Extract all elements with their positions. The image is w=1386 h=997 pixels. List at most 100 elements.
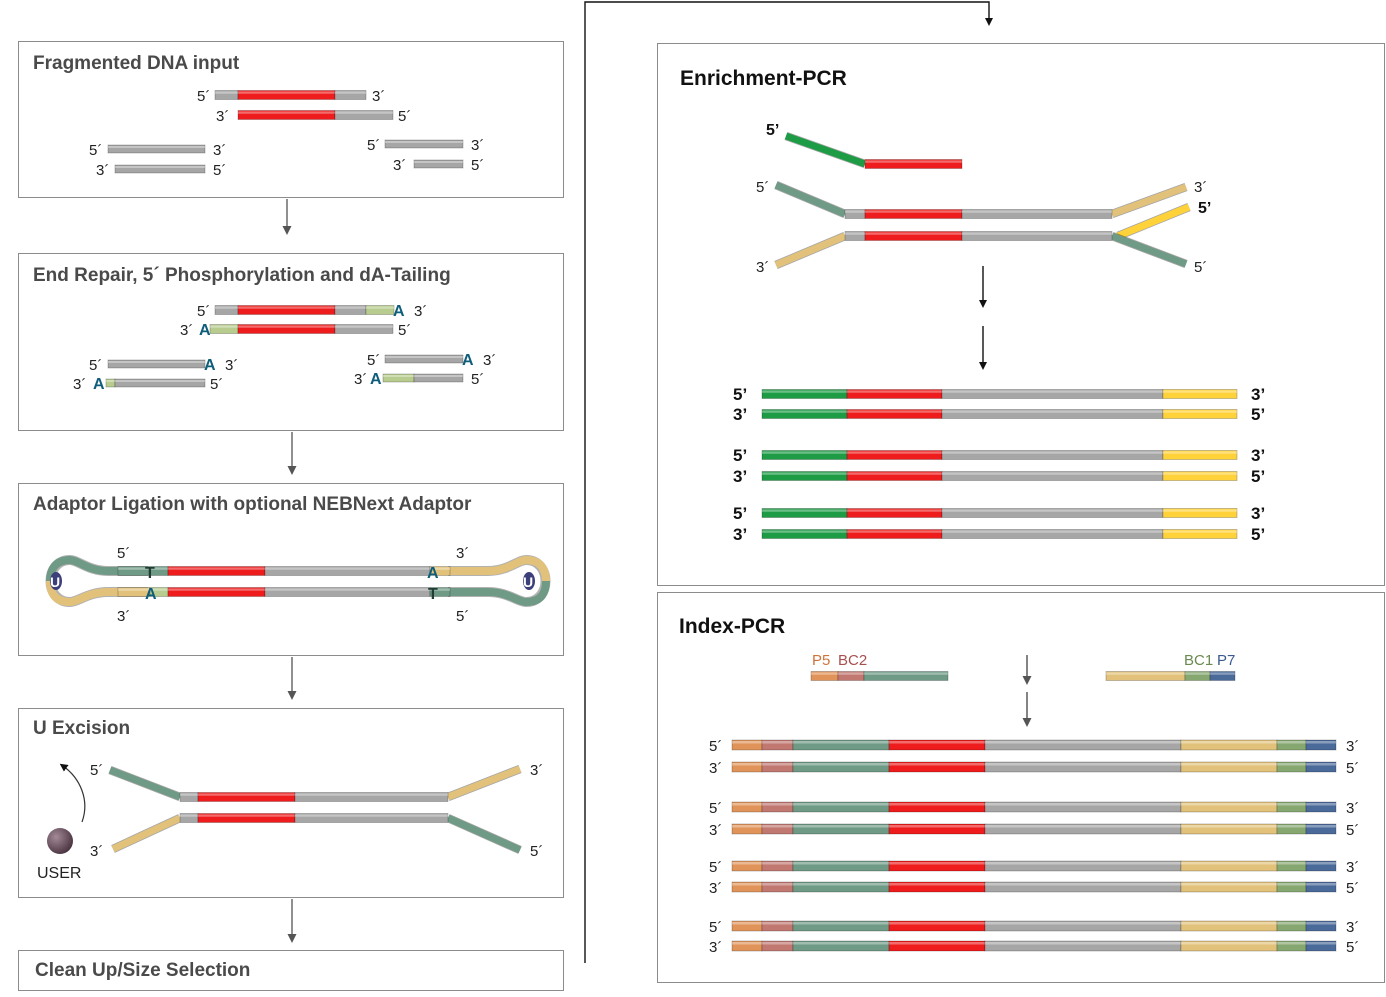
repair-bottom-strand-seg-1-highlight [238, 325, 335, 328]
index-product-3-bottom-seg-1-highlight [762, 942, 793, 945]
a-base-label: A [199, 322, 211, 339]
repair-bottom-strand-seg-2-highlight [335, 325, 393, 328]
enrichment-bottom-strand-seg-1-highlight [865, 232, 962, 235]
enrichment-top-strand-seg-0-highlight [845, 210, 865, 213]
enrichment-product-1-bottom-seg-0-highlight [762, 472, 847, 475]
user-enzyme-icon [47, 828, 73, 854]
index-product-2-bottom-seg-5-highlight [1181, 883, 1277, 886]
index-product-1-top-seg-0-highlight [732, 803, 762, 806]
excision-curved-arrow [59, 763, 86, 823]
frag-left-bottom-seg-0-highlight [115, 166, 205, 168]
end-5-label: 5´ [530, 843, 543, 860]
enrichment-product-0-bottom-seg-2-highlight [942, 410, 1163, 413]
enrichment-top-strand-seg-1-highlight [865, 210, 962, 213]
index-product-0-bottom-seg-1-highlight [762, 763, 793, 766]
enrichment-product-1-bottom-seg-3 [1162, 471, 1238, 481]
index-product-2-top-seg-5-highlight [1181, 862, 1277, 865]
end-3-label: 3´ [1346, 738, 1359, 755]
frag-top-strand-seg-2-highlight [335, 91, 366, 94]
index-primer-left-seg-0-highlight [811, 672, 838, 675]
enrichment-primer-insert-seg-0-highlight [865, 160, 962, 163]
enrichment-product-2-bottom-seg-2-highlight [942, 530, 1163, 533]
a-base-label: A [370, 371, 382, 388]
a-base-label: A [204, 357, 216, 374]
end-3-label: 3’ [1251, 446, 1265, 465]
index-product-1-bottom-seg-6-highlight [1277, 825, 1306, 828]
repair-left-bottom-seg-1 [114, 378, 206, 388]
enrichment-product-0-bottom-seg-1-highlight [847, 410, 942, 413]
index-product-3-top-seg-7 [1305, 920, 1337, 932]
end-3-label: 3´ [483, 352, 496, 369]
index-product-2-bottom-seg-7 [1305, 881, 1337, 893]
enrichment-bottom-strand-seg-2 [961, 231, 1113, 241]
panel-enrichment-pcr [657, 43, 1385, 586]
enrichment-product-1-bottom-seg-1-highlight [847, 472, 942, 475]
end-5-label: 5´ [756, 179, 769, 196]
index-product-0-top-seg-3-highlight [889, 741, 985, 744]
index-product-1-bottom-seg-2-highlight [793, 825, 889, 828]
end-3-label: 3´ [709, 822, 722, 839]
index-product-3-bottom-seg-7-highlight [1306, 942, 1336, 945]
end-5-label: 5´ [1346, 880, 1359, 897]
title-clean-up: Clean Up/Size Selection [35, 960, 251, 981]
enrichment-product-2-bottom-seg-0-highlight [762, 530, 847, 533]
index-product-2-top-seg-6-highlight [1277, 862, 1306, 865]
index-product-0-bottom-seg-6-highlight [1277, 763, 1306, 766]
uracil-marker-left [50, 572, 62, 590]
repair-top-strand-seg-3 [365, 305, 395, 315]
enrichment-product-1-top-seg-2-highlight [942, 451, 1163, 454]
index-product-0-top-seg-7-highlight [1306, 741, 1336, 744]
ligation-bottom-strand-seg-1-highlight [150, 588, 168, 591]
index-product-1-top-seg-3-highlight [889, 803, 985, 806]
index-product-0-bottom-seg-3-highlight [889, 763, 985, 766]
u-base-label: U [50, 574, 60, 590]
excision-bottom-strand-seg-0-highlight [180, 814, 198, 817]
index-product-0-top-seg-4-highlight [985, 741, 1181, 744]
end-3-label: 3’ [1251, 504, 1265, 523]
index-product-2-top-seg-7 [1305, 860, 1337, 872]
title-u-excision: U Excision [33, 718, 131, 739]
end-5-label: 5´ [89, 357, 102, 374]
index-primer-left-seg-1-highlight [838, 672, 864, 675]
repair-right-top-seg-0-highlight [385, 356, 463, 358]
end-3-label: 3´ [530, 762, 543, 779]
bc2-label: BC2 [838, 652, 867, 669]
index-product-2-bottom-seg-6-highlight [1277, 883, 1306, 886]
end-3-label: 3´ [1346, 859, 1359, 876]
excision-bottom-strand-seg-1-highlight [198, 814, 295, 817]
end-5-label: 5´ [709, 919, 722, 936]
bc1-label: BC1 [1184, 652, 1213, 669]
index-product-2-top-seg-1-highlight [762, 862, 793, 865]
enrichment-product-0-top-seg-0-highlight [762, 390, 847, 393]
excision-top-strand-seg-2 [294, 792, 449, 802]
index-product-1-top-seg-5-highlight [1181, 803, 1277, 806]
enrichment-yellow-primer [1116, 203, 1191, 240]
index-product-3-bottom-seg-0-highlight [732, 942, 762, 945]
frag-top-strand-seg-2 [334, 90, 367, 100]
enrichment-top-strand-seg-2-highlight [962, 210, 1112, 213]
enrichment-primer-insert-seg-0 [864, 159, 963, 169]
user-enzyme-label: USER [37, 865, 81, 882]
end-3-label: 3´ [73, 376, 86, 393]
ligation-top-strand-seg-1-highlight [168, 567, 265, 570]
index-product-3-bottom-seg-7 [1305, 940, 1337, 952]
enrichment-product-0-top-seg-1-highlight [847, 390, 942, 393]
index-product-0-bottom-seg-2-highlight [793, 763, 889, 766]
title-end-repair: End Repair, 5´ Phosphorylation and dA-Ta… [33, 265, 451, 286]
enrichment-product-1-top-seg-0-highlight [762, 451, 847, 454]
end-5-label: 5´ [456, 608, 469, 625]
index-primer-left-seg-2 [863, 671, 949, 681]
index-product-2-bottom-seg-0-highlight [732, 883, 762, 886]
end-5-label: 5´ [367, 352, 380, 369]
end-3-label: 3’ [733, 525, 747, 544]
end-5-label: 5´ [117, 545, 130, 562]
index-product-2-top-seg-2-highlight [793, 862, 889, 865]
arrow-to-enrichment [584, 1, 993, 963]
repair-right-bottom-seg-0-highlight [383, 375, 414, 377]
enrichment-bottom-strand-seg-2-highlight [962, 232, 1112, 235]
hairpin-right-yellow [448, 555, 550, 582]
index-product-3-top-seg-2-highlight [793, 922, 889, 925]
index-product-1-top-seg-1-highlight [762, 803, 793, 806]
index-product-0-top-seg-0-highlight [732, 741, 762, 744]
end-5-label: 5’ [733, 504, 747, 523]
